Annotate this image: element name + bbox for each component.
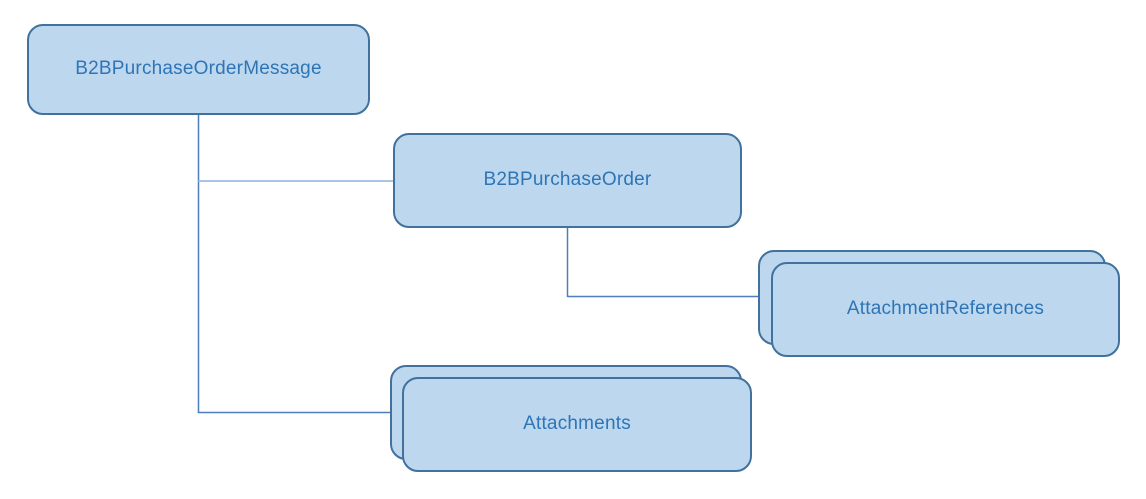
node-attachments-label: Attachments xyxy=(523,413,631,435)
node-attachment-references-label: AttachmentReferences xyxy=(846,298,1045,320)
node-b2b-purchase-order-label: B2BPurchaseOrder xyxy=(483,169,652,191)
node-b2b-purchase-order-message: B2BPurchaseOrderMessage xyxy=(27,24,370,115)
node-b2b-purchase-order: B2BPurchaseOrder xyxy=(393,133,742,228)
node-attachment-references: AttachmentReferences xyxy=(771,262,1120,357)
node-b2b-purchase-order-message-label: B2BPurchaseOrderMessage xyxy=(75,58,322,80)
node-attachments: Attachments xyxy=(402,377,752,472)
